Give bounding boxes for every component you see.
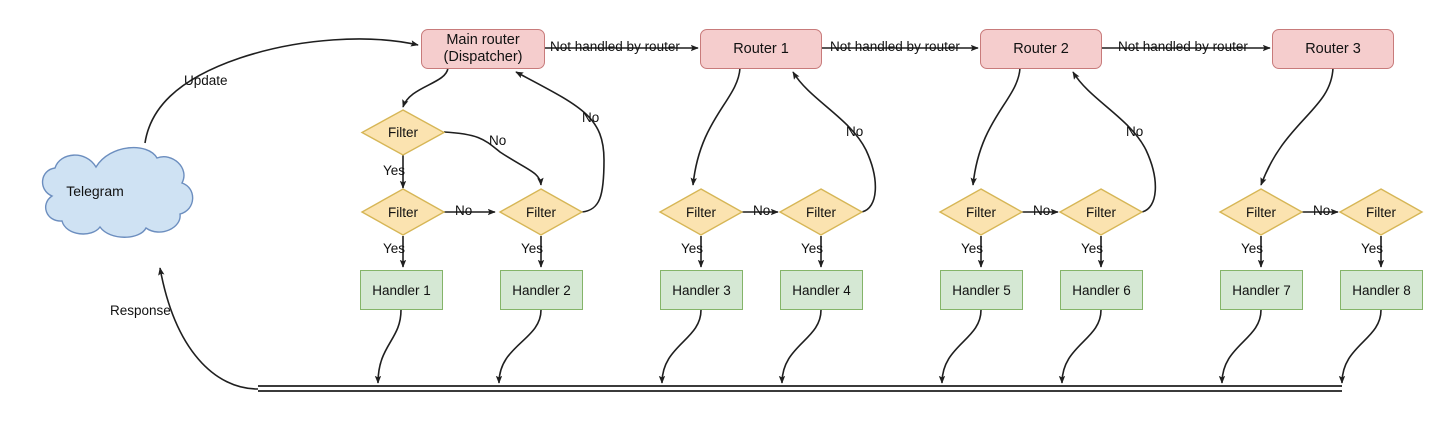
handler-8-label: Handler 8 (1352, 282, 1411, 298)
yes-label-filter7: Yes (1081, 241, 1104, 256)
edge-handler3-to-bus (658, 309, 702, 384)
update-edge-label: Update (184, 73, 228, 88)
handler-3-label: Handler 3 (672, 282, 731, 298)
handler-node-7[interactable]: Handler 7 (1220, 270, 1303, 310)
no-label-filter5: No (846, 124, 864, 139)
edge-handler4-to-bus (778, 309, 822, 384)
no-label-filter3: No (582, 110, 600, 125)
chain-label-main-to-router1: Not handled by router (550, 39, 680, 54)
no-label-filter7: No (1126, 124, 1144, 139)
yes-label-filter3: Yes (521, 241, 544, 256)
handler-node-2[interactable]: Handler 2 (500, 270, 583, 310)
router-node-1[interactable]: Router 1 (700, 29, 822, 69)
edge-router3-to-filter8 (1260, 67, 1334, 186)
response-edge-label: Response (110, 303, 171, 318)
router-node-3[interactable]: Router 3 (1272, 29, 1394, 69)
no-label-filter8: No (1313, 203, 1331, 218)
edge-handler1-to-bus (374, 309, 402, 384)
yes-label-filter4: Yes (681, 241, 704, 256)
handler-7-label: Handler 7 (1232, 282, 1291, 298)
filter-1-label[interactable]: Filter (388, 125, 418, 140)
handler-2-label: Handler 2 (512, 282, 571, 298)
handler-5-label: Handler 5 (952, 282, 1011, 298)
filter-7-label[interactable]: Filter (1086, 204, 1116, 220)
no-label-filter1: No (489, 133, 507, 148)
edge-mainrouter-to-filter1 (402, 67, 449, 108)
edge-handler6-to-bus (1058, 309, 1102, 384)
handler-node-4[interactable]: Handler 4 (780, 270, 863, 310)
edge-handler5-to-bus (938, 309, 982, 384)
router-1-label: Router 1 (733, 40, 789, 57)
filter-4-label[interactable]: Filter (686, 204, 716, 220)
chain-label-router2-to-router3: Not handled by router (1118, 39, 1248, 54)
handler-node-1[interactable]: Handler 1 (360, 270, 443, 310)
edge-router1-to-filter4 (690, 67, 741, 186)
handler-1-label: Handler 1 (372, 282, 431, 298)
filter-5-label[interactable]: Filter (806, 204, 836, 220)
yes-label-filter2: Yes (383, 241, 406, 256)
handler-node-5[interactable]: Handler 5 (940, 270, 1023, 310)
router-node-2[interactable]: Router 2 (980, 29, 1102, 69)
router-3-label: Router 3 (1305, 40, 1361, 57)
yes-label-filter6: Yes (961, 241, 984, 256)
chain-label-router1-to-router2: Not handled by router (830, 39, 960, 54)
filter-8-label[interactable]: Filter (1246, 204, 1276, 220)
edge-router2-to-filter6 (970, 67, 1021, 186)
filter-6-label[interactable]: Filter (966, 204, 996, 220)
filter-9-label[interactable]: Filter (1366, 204, 1396, 220)
no-label-filter6: No (1033, 203, 1051, 218)
handler-4-label: Handler 4 (792, 282, 851, 298)
handler-node-3[interactable]: Handler 3 (660, 270, 743, 310)
yes-label-filter1: Yes (383, 163, 406, 178)
router-2-label: Router 2 (1013, 40, 1069, 57)
filter-3-label[interactable]: Filter (526, 204, 556, 220)
handler-node-6[interactable]: Handler 6 (1060, 270, 1143, 310)
no-label-filter4: No (753, 203, 771, 218)
router-main-label-line1: Main router (446, 32, 520, 48)
yes-label-filter5: Yes (801, 241, 824, 256)
filter-2-label[interactable]: Filter (388, 204, 418, 220)
no-label-filter2: No (455, 203, 473, 218)
edge-handler7-to-bus (1218, 309, 1262, 384)
yes-label-filter9: Yes (1361, 241, 1384, 256)
edge-handler2-to-bus (495, 309, 542, 384)
router-main-label-line2: (Dispatcher) (443, 49, 523, 65)
yes-label-filter8: Yes (1241, 241, 1264, 256)
handler-6-label: Handler 6 (1072, 282, 1131, 298)
edge-response (158, 267, 259, 390)
router-node-main[interactable]: Main router (Dispatcher) (421, 29, 545, 69)
edge-handler8-to-bus (1338, 309, 1382, 384)
handler-node-8[interactable]: Handler 8 (1340, 270, 1423, 310)
telegram-cloud-label: Telegram (66, 183, 124, 199)
